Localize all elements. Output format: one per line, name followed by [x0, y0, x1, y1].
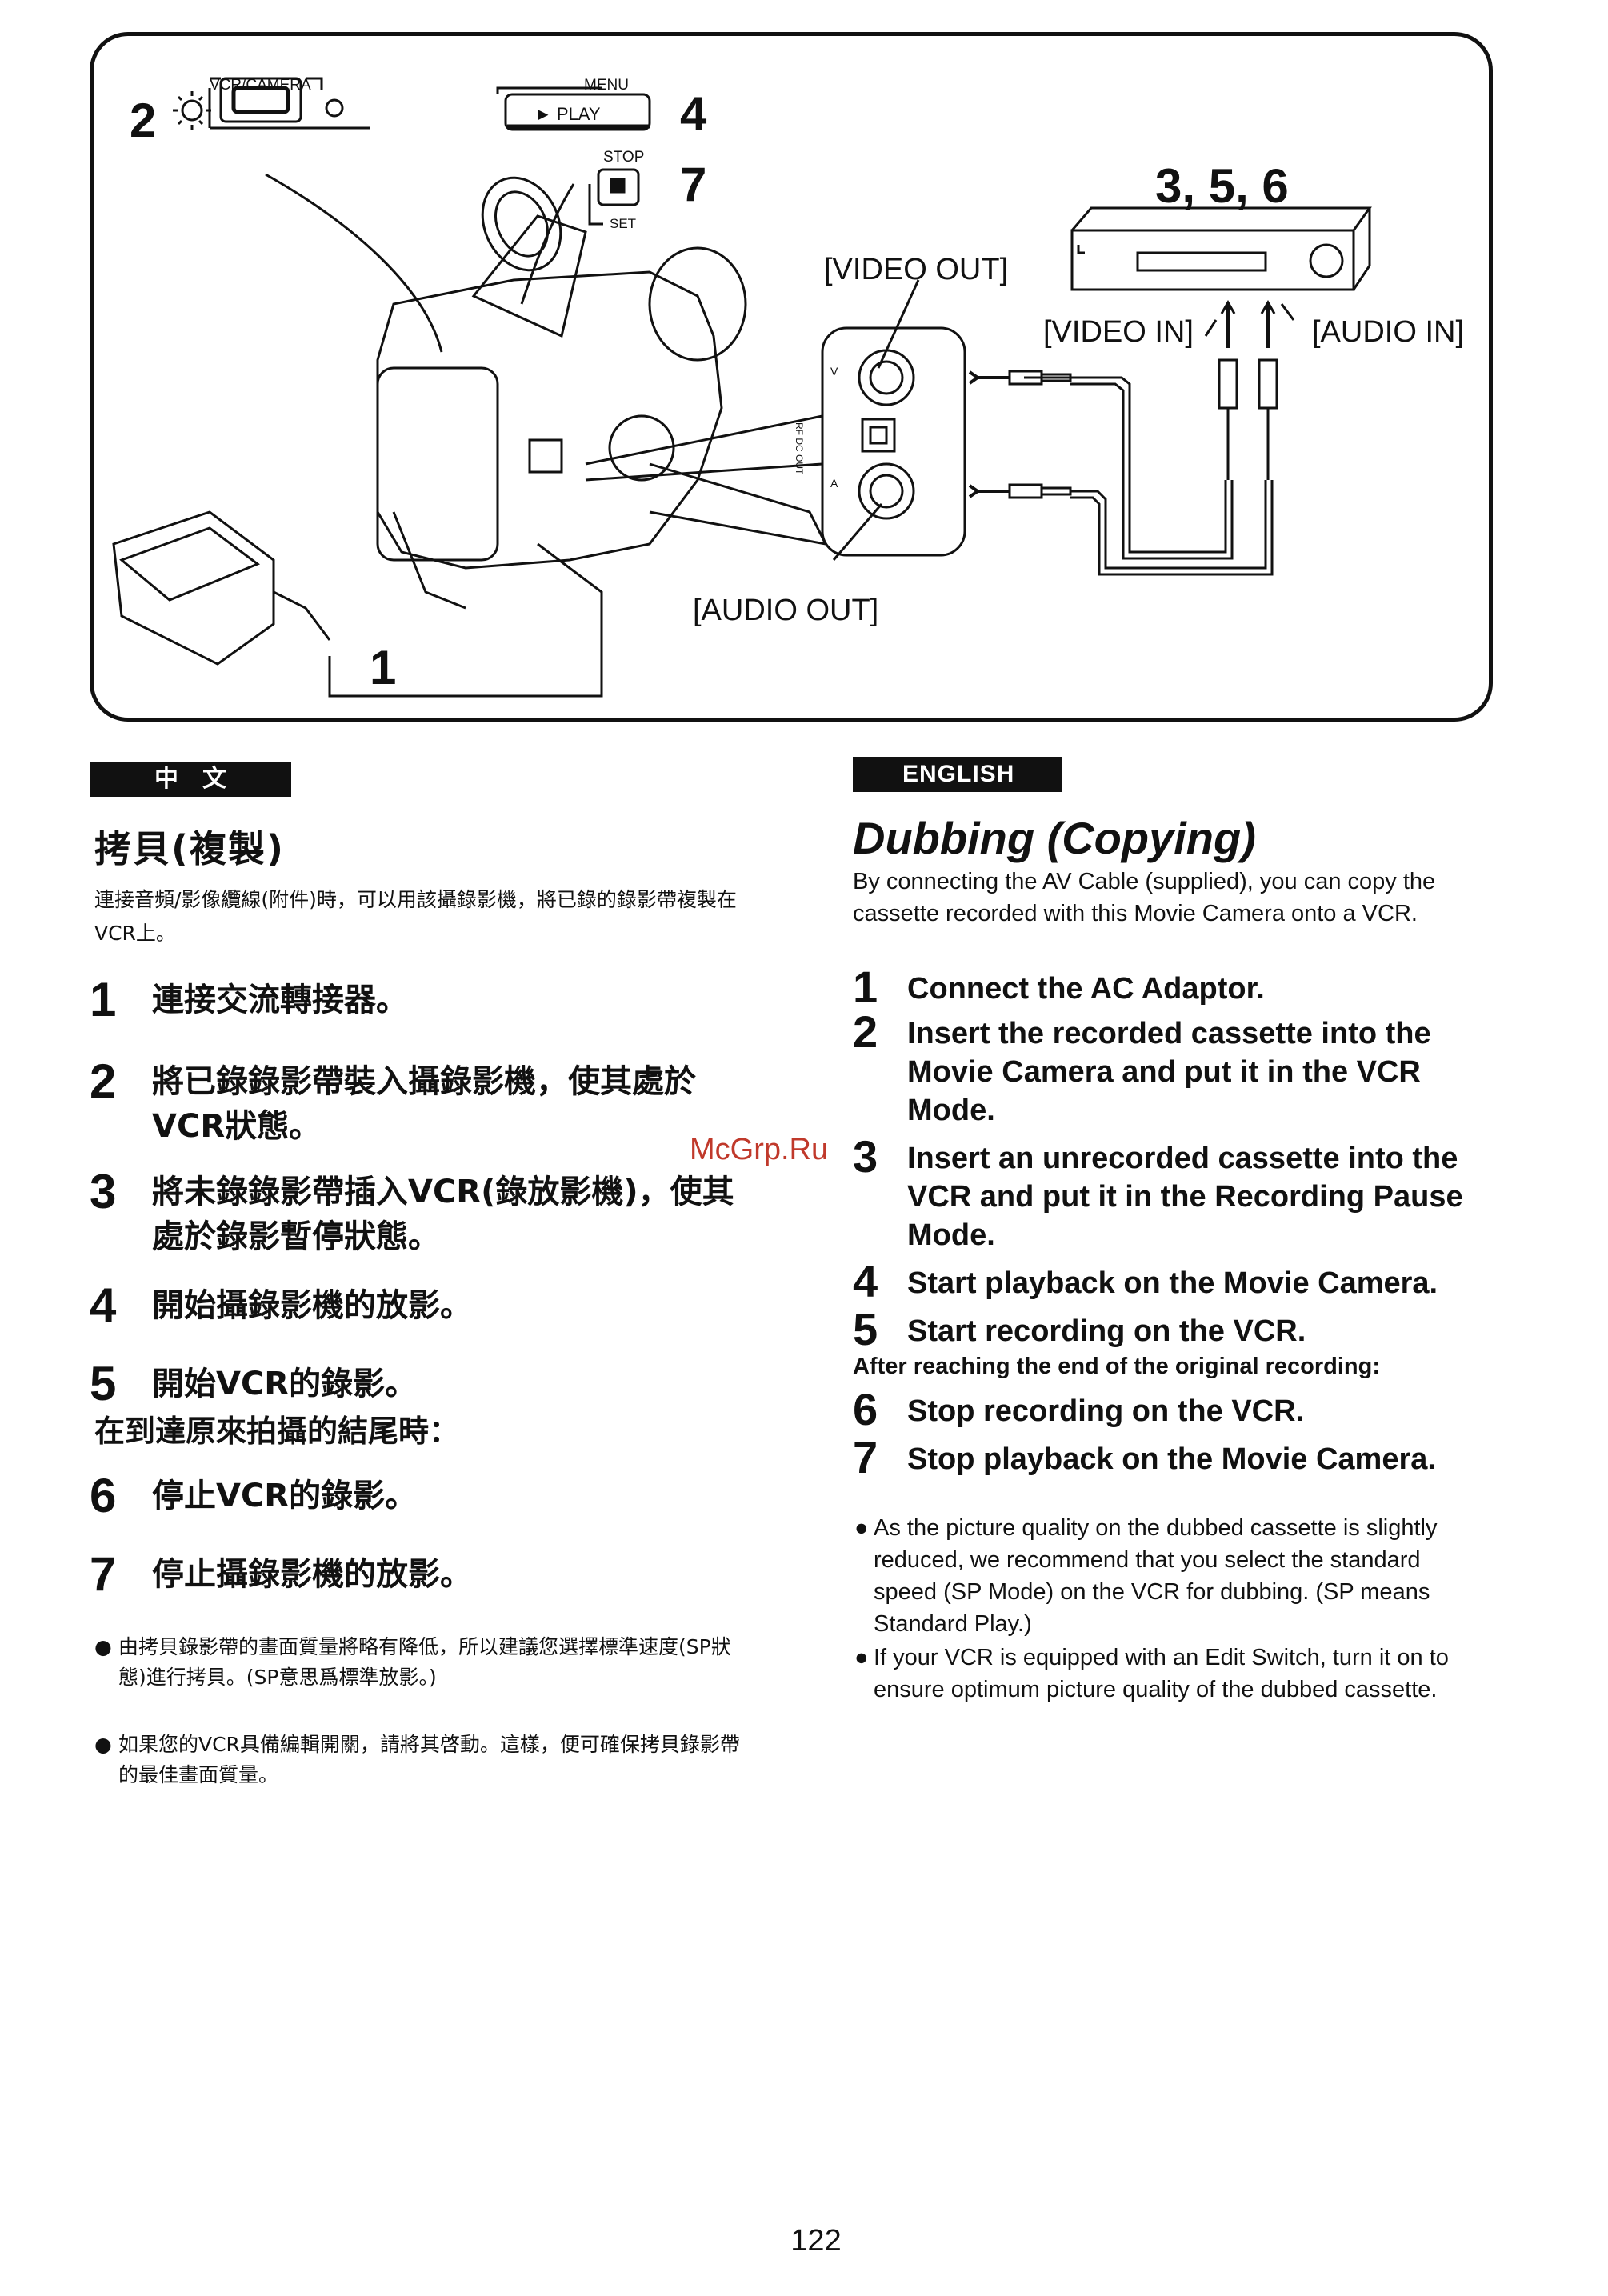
- step-number: 7: [853, 1432, 878, 1482]
- english-step-6: 6 Stop recording on the VCR.: [853, 1384, 1493, 1434]
- note-text: 如果您的VCR具備編輯開關，請將其啓動。這樣，便可確保拷貝錄影帶的最佳畫面質量。: [118, 1733, 740, 1786]
- step-number: 1: [853, 962, 878, 1012]
- diagram-step-1: 1: [370, 641, 397, 694]
- note-text: 由拷貝錄影帶的畫面質量將略有降低，所以建議您選擇標準速度(SP狀態)進行拷貝。(…: [118, 1635, 731, 1689]
- vcr-camera-label: VCR/CAMERA: [210, 77, 311, 94]
- diagram-frame: [90, 32, 1493, 722]
- diagram-step-3-5-6: 3, 5, 6: [1155, 159, 1289, 213]
- english-intro: By connecting the AV Cable (supplied), y…: [853, 869, 1436, 926]
- step-text: Start recording on the VCR.: [907, 1314, 1306, 1348]
- chinese-note-2: ● 如果您的VCR具備編輯開關，請將其啓動。這樣，便可確保拷貝錄影帶的最佳畫面質…: [94, 1730, 750, 1790]
- chinese-step-2: 2 將已錄錄影帶裝入攝錄影機，使其處於VCR狀態。: [90, 1054, 762, 1149]
- chinese-step-1: 1 連接交流轉接器。: [90, 973, 754, 1026]
- note-text: If your VCR is equipped with an Edit Swi…: [874, 1645, 1449, 1702]
- english-step-5: 5 Start recording on the VCR.: [853, 1304, 1493, 1354]
- video-out-label: [VIDEO OUT]: [824, 253, 1009, 286]
- av-cable: [968, 299, 1295, 576]
- step-number: 2: [853, 1006, 878, 1057]
- chinese-step-6: 6 停止VCR的錄影。: [90, 1469, 754, 1522]
- english-note-1: ● As the picture quality on the dubbed c…: [854, 1512, 1486, 1640]
- play-label: ► PLAY: [534, 104, 601, 124]
- step-text: Connect the AC Adaptor.: [907, 972, 1265, 1006]
- step-number: 1: [90, 973, 117, 1026]
- chinese-step-7: 7 停止攝錄影機的放影。: [90, 1547, 754, 1601]
- step-number: 3: [853, 1131, 878, 1182]
- chinese-after-end-label: 在到達原來拍攝的結尾時：: [94, 1414, 460, 1449]
- jack-dc-label: RF DC OUT: [794, 422, 805, 475]
- stop-button-icon: [588, 168, 640, 226]
- diagram-step-4: 4: [680, 87, 707, 141]
- chinese-step-4: 4 開始攝錄影機的放影。: [90, 1278, 754, 1332]
- english-section-label: ENGLISH: [853, 757, 1062, 792]
- jack-v-label: V: [830, 365, 838, 378]
- english-title: Dubbing (Copying): [853, 813, 1256, 863]
- english-step-2: 2 Insert the recorded cassette into the …: [853, 1006, 1493, 1130]
- step-text: 將未錄錄影帶插入VCR(錄放影機)，使其處於錄影暫停狀態。: [152, 1174, 734, 1255]
- step-number: 7: [90, 1547, 117, 1601]
- english-after-end-label: After reaching the end of the original r…: [853, 1354, 1380, 1379]
- diagram-step-2: 2: [130, 94, 157, 147]
- step-text: Start playback on the Movie Camera.: [907, 1266, 1438, 1300]
- step-text: 開始VCR的錄影。: [152, 1366, 418, 1402]
- vcr-icon: [1070, 206, 1372, 291]
- step-number: 5: [853, 1304, 878, 1354]
- jack-a-label: A: [830, 477, 838, 490]
- step-text: Stop playback on the Movie Camera.: [907, 1442, 1436, 1476]
- step-number: 6: [90, 1469, 117, 1522]
- ac-adaptor-icon: [112, 510, 603, 698]
- watermark: McGrp.Ru: [690, 1133, 829, 1166]
- english-step-3: 3 Insert an unrecorded cassette into the…: [853, 1131, 1493, 1254]
- english-note-2: ● If your VCR is equipped with an Edit S…: [854, 1642, 1486, 1706]
- connection-diagram: [112, 77, 1372, 698]
- step-number: 3: [90, 1165, 117, 1218]
- step-number: 5: [90, 1357, 117, 1410]
- step-text: Stop recording on the VCR.: [907, 1394, 1305, 1428]
- stop-label: STOP: [603, 149, 645, 166]
- english-step-7: 7 Stop playback on the Movie Camera.: [853, 1432, 1493, 1482]
- audio-out-label: [AUDIO OUT]: [693, 594, 879, 627]
- chinese-step-3: 3 將未錄錄影帶插入VCR(錄放影機)，使其處於錄影暫停狀態。: [90, 1165, 762, 1259]
- diagram-step-7: 7: [680, 158, 707, 211]
- step-text: 連接交流轉接器。: [152, 982, 408, 1018]
- page-number: 122: [790, 2224, 842, 2258]
- set-label: SET: [610, 216, 637, 231]
- bullet: ●: [94, 1733, 112, 1756]
- step-number: 2: [90, 1054, 117, 1108]
- english-step-1: 1 Connect the AC Adaptor.: [853, 965, 1493, 1010]
- menu-label: MENU: [584, 77, 629, 94]
- play-button-icon: [496, 86, 651, 131]
- bullet: ●: [854, 1645, 869, 1670]
- step-text: 停止攝錄影機的放影。: [152, 1556, 472, 1593]
- step-number: 6: [853, 1384, 878, 1434]
- step-text: 開始攝錄影機的放影。: [152, 1287, 472, 1324]
- audio-in-label: [AUDIO IN]: [1312, 315, 1465, 349]
- chinese-section-label: 中文: [90, 762, 291, 797]
- step-number: 4: [90, 1278, 117, 1332]
- chinese-step-5: 5 開始VCR的錄影。: [90, 1357, 754, 1410]
- bullet: ●: [854, 1515, 869, 1541]
- step-text: 停止VCR的錄影。: [152, 1478, 418, 1514]
- video-in-label: [VIDEO IN]: [1043, 315, 1194, 349]
- step-text: Insert the recorded cassette into the Mo…: [907, 1017, 1431, 1127]
- chinese-intro: 連接音頻/影像纜線(附件)時，可以用該攝錄影機，將已錄的錄影帶複製在VCR上。: [94, 888, 737, 945]
- bullet: ●: [94, 1635, 112, 1658]
- vcr-camera-switch-icon: [173, 77, 370, 130]
- camcorder-icon: [376, 176, 828, 610]
- chinese-note-1: ● 由拷貝錄影帶的畫面質量將略有降低，所以建議您選擇標準速度(SP狀態)進行拷貝…: [94, 1632, 750, 1693]
- chinese-title: 拷貝(複製): [94, 827, 286, 870]
- english-step-4: 4 Start playback on the Movie Camera.: [853, 1256, 1493, 1306]
- step-text: Insert an unrecorded cassette into the V…: [907, 1142, 1463, 1252]
- step-text: 將已錄錄影帶裝入攝錄影機，使其處於VCR狀態。: [152, 1063, 696, 1145]
- jack-panel: [585, 326, 966, 557]
- step-number: 4: [853, 1256, 878, 1306]
- note-text: As the picture quality on the dubbed cas…: [874, 1515, 1438, 1637]
